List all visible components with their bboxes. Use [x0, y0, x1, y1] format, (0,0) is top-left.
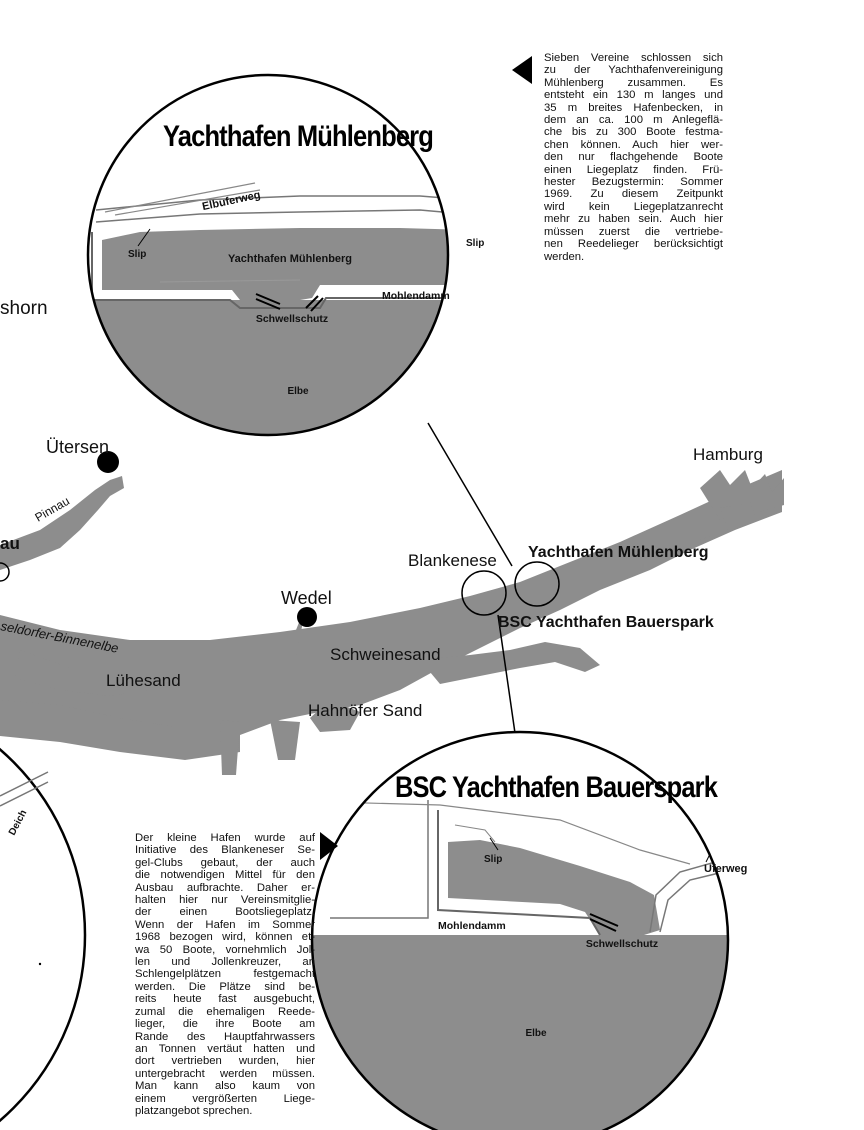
text-line: die notwendigen Mittel für den — [135, 869, 315, 882]
text-line: untergebracht werden müssen. — [135, 1067, 315, 1080]
inset-muehlenberg: Yachthafen Mühlenberg Elbuferweg Slip Sl… — [86, 73, 484, 437]
text-line: Schlengelplätzen festgemacht — [135, 968, 315, 981]
text-line: Der kleine Hafen wurde auf — [135, 832, 315, 844]
muehlenberg-marker[interactable] — [514, 561, 560, 607]
arrow-right-icon — [320, 832, 338, 860]
text-line: platzangebot sprechen. — [135, 1104, 253, 1117]
text-line: wird kein Liegeplatzanrecht — [544, 200, 723, 213]
text-line: Wenn der Hafen im Sommer — [135, 918, 315, 931]
text-line: werden. Die Plätze sind be- — [135, 980, 315, 993]
text-line: einen Liegeplatz finden. Frü- — [544, 163, 723, 176]
text-line: gel-Clubs gebaut, der auch — [135, 856, 315, 869]
muehlenberg-map-label: Yachthafen Mühlenberg — [528, 544, 708, 561]
text-line: werden. — [544, 250, 585, 263]
connector-top — [427, 422, 513, 567]
slip-bottom-label: Slip — [484, 854, 502, 865]
blankenese-label: Blankenese — [408, 551, 497, 570]
hahnoefer-sand-label: Hahnöfer Sand — [308, 701, 422, 720]
text-line: entsteht ein 130 m langes und — [544, 89, 723, 102]
elbe-river — [0, 470, 784, 775]
text-line: Ausbau aufbrachte. Daher er- — [135, 881, 315, 894]
inset-bottom-title: BSC Yachthafen Bauerspark — [395, 771, 718, 804]
text-line: che bis zu 300 Boote festma- — [544, 126, 723, 139]
slip-right-label: Slip — [466, 238, 484, 249]
text-line: der einen Bootsliegeplatz. — [135, 906, 315, 919]
partial-marker-left — [0, 562, 10, 582]
text-line: len und Jollenkreuzer, an — [135, 956, 315, 969]
text-line: dort vertrieben wurden, hier — [135, 1055, 315, 1068]
text-line: Rande des Hauptfahrwassers — [135, 1030, 315, 1043]
elbe-bottom-label: Elbe — [525, 1028, 547, 1039]
connector-bottom — [497, 614, 517, 741]
text-line: nen Reedelieger berücksichtigt — [544, 238, 723, 251]
text-line: mehr zu haben sein. Auch hier — [544, 213, 723, 226]
bauerspark-map-label: BSC Yachthafen Bauerspark — [498, 614, 714, 631]
text-line: an Tonnen vertäut hatten und — [135, 1042, 315, 1055]
text-line: einem vergrößerten Liege- — [135, 1092, 315, 1105]
text-line: dem an ca. 100 m Anlegeflä- — [544, 114, 723, 127]
wedel-dot — [297, 607, 317, 627]
mohlendamm-bottom-label: Mohlendamm — [438, 920, 506, 932]
text-line: zumal die ehemaligen Reede- — [135, 1005, 315, 1018]
text-line: reits heute fast ausgebucht, — [135, 993, 315, 1006]
text-line: Mühlenberg zusammen. Es — [544, 76, 723, 89]
text-line: zu der Yachthafenvereinigung — [544, 64, 723, 77]
wedel-label: Wedel — [281, 588, 332, 608]
text-line: 35 m breites Hafenbecken, in — [544, 101, 723, 114]
hamburg-label: Hamburg — [693, 445, 763, 464]
bauerspark-marker[interactable] — [461, 570, 507, 616]
inset-top-title: Yachthafen Mühlenberg — [163, 120, 433, 153]
text-line: 1968 bezogen wird, können et- — [135, 931, 315, 944]
text-line: Sieben Vereine schlossen sich — [544, 52, 723, 64]
arrow-left-icon — [512, 56, 532, 84]
text-line: Man kann also kaum von — [135, 1080, 315, 1093]
text-line: den nur flachgehende Boote — [544, 151, 723, 164]
text-line: halten hier nur Vereinsmitglie- — [135, 894, 315, 907]
text-line: müssen zuerst die vertriebe- — [544, 225, 723, 238]
text-line: wa 50 Boote, vornehmlich Jol- — [135, 943, 315, 956]
uferweg-label: Uferweg — [704, 863, 747, 875]
slip-left-label: Slip — [128, 249, 146, 260]
au-partial-label: au — [0, 534, 20, 553]
text-line: Initiative des Blankeneser Se- — [135, 844, 315, 857]
horn-partial-label: shorn — [0, 298, 48, 319]
text-line: 1969. Zu diesem Zeitpunkt — [544, 188, 723, 201]
mohlendamm-top-label: Mohlendamm — [382, 290, 450, 302]
schwellschutz-top-label: Schwellschutz — [256, 313, 328, 325]
schweinesand-label: Schweinesand — [330, 645, 441, 664]
partial-inset-left: Deich — [0, 747, 87, 1123]
elbe-top-label: Elbe — [287, 386, 309, 397]
uetersen-label: Ütersen — [46, 437, 109, 457]
inset-bauerspark: BSC Yachthafen Bauerspark Slip Uferweg M… — [310, 730, 747, 1130]
text-line: hester Bezugstermin: Sommer — [544, 176, 723, 189]
text-line: chen können. Auch hier wer- — [544, 138, 723, 151]
text-line: lieger, die ihre Boote am — [135, 1018, 315, 1031]
basin-label: Yachthafen Mühlenberg — [228, 253, 352, 265]
luehesand-label: Lühesand — [106, 671, 181, 690]
uetersen-dot — [97, 451, 119, 473]
schwellschutz-bottom-label: Schwellschutz — [586, 938, 658, 950]
